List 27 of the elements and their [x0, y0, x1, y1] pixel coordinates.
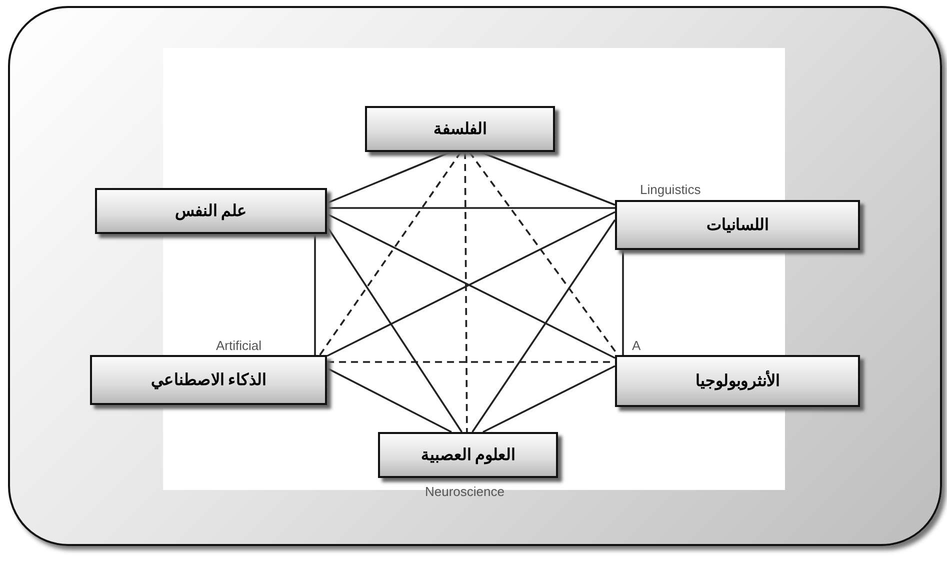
connector-line [326, 151, 451, 204]
dashed-connector [464, 152, 468, 432]
discipline-box [365, 106, 555, 152]
discipline-name: الفلسفة [434, 120, 486, 139]
discipline-name: اللسانيات [706, 216, 768, 235]
discipline-box [615, 355, 860, 407]
discipline-box [378, 432, 558, 478]
connector-line [327, 207, 615, 209]
discipline-name: الذكاء الاصطناعي [150, 371, 266, 390]
discipline-name: العلوم العصبية [420, 446, 516, 465]
vertex-label: Artificial [216, 338, 262, 354]
connector-line [326, 226, 463, 432]
dashed-connector [319, 151, 462, 356]
connector-line [326, 367, 452, 433]
vertex-label: Linguistics [640, 182, 701, 198]
vertex-label: Neuroscience [425, 484, 504, 500]
discipline-box [90, 355, 327, 405]
discipline-box [615, 200, 860, 250]
connector-line [480, 151, 616, 206]
discipline-box [95, 188, 327, 234]
discipline-name: علم النفس [174, 202, 248, 221]
discipline-name: الأنثروبولوجيا [696, 371, 780, 391]
connector-line [622, 250, 624, 355]
vertex-label: A [632, 338, 641, 354]
connector-line [472, 219, 616, 432]
connector-line [314, 234, 316, 355]
connector-line [482, 365, 616, 433]
